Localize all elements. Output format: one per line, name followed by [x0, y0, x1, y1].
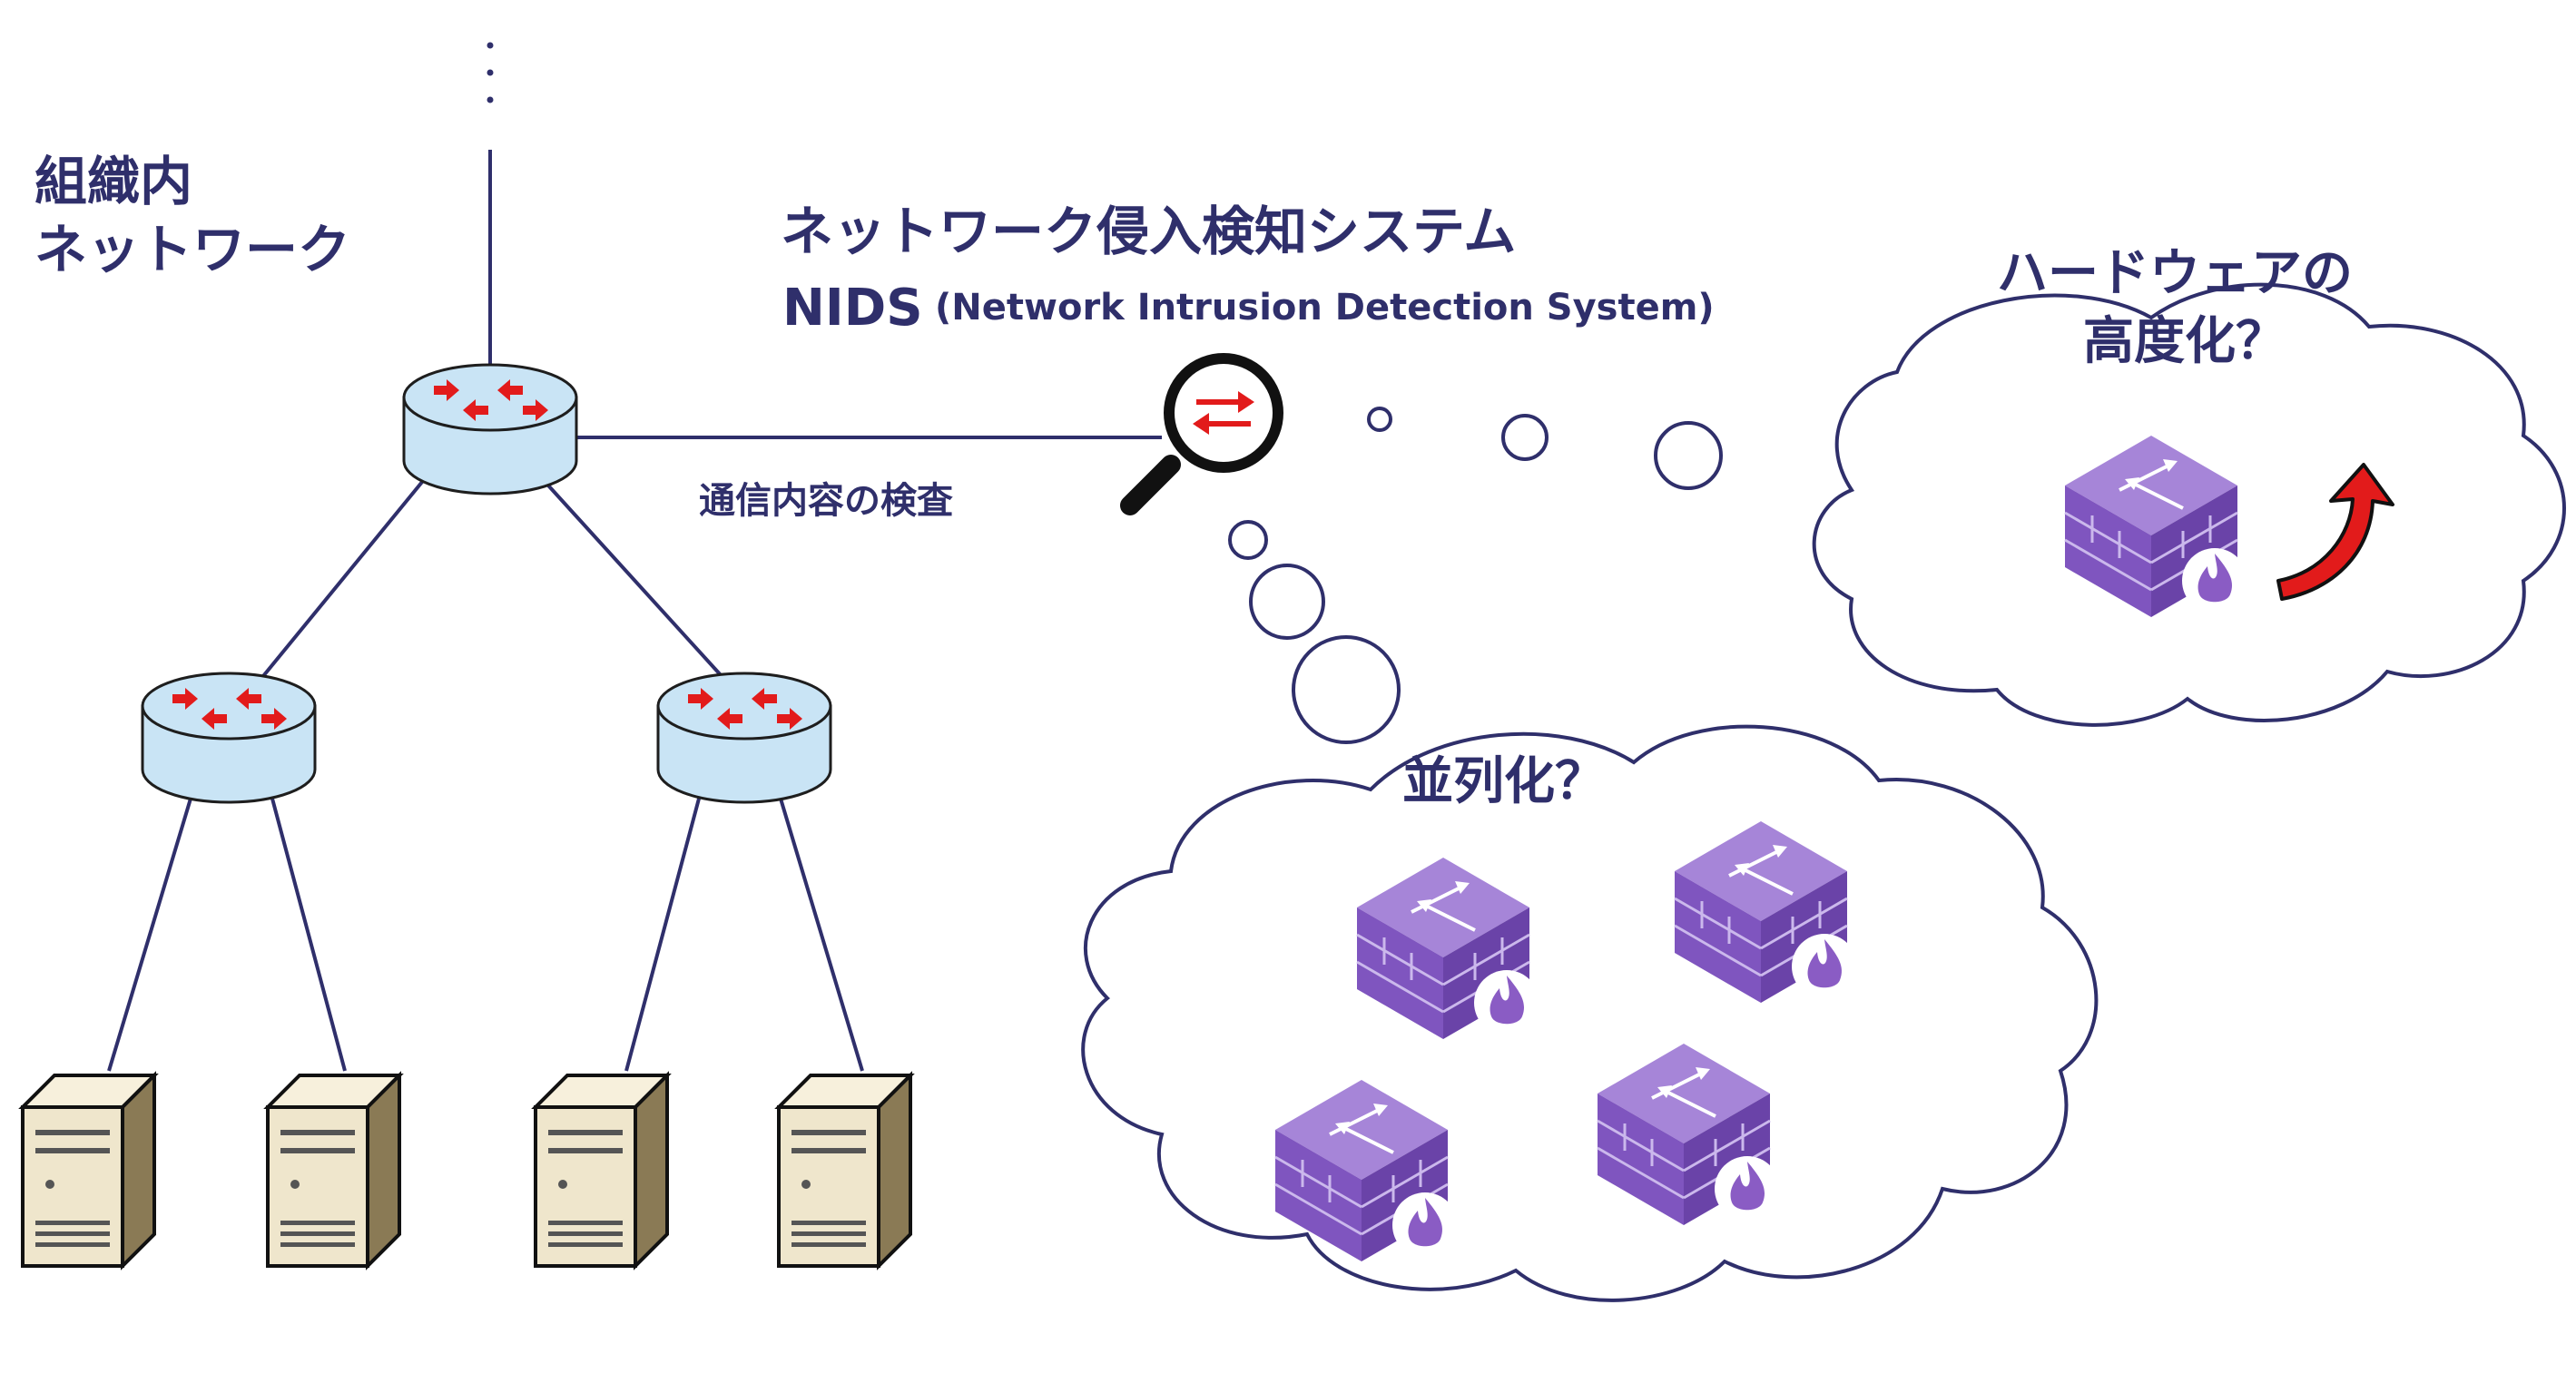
magnifier-icon: [1120, 353, 1283, 515]
core-router-icon: [404, 365, 576, 494]
server-icon: [777, 1074, 912, 1268]
server-icon: [266, 1074, 401, 1268]
hardware-label-line1: ハードウェアの: [1997, 244, 2353, 303]
left-router-icon: [143, 673, 315, 802]
parallel-label: 並列化？: [1402, 752, 1606, 811]
nids-title: ネットワーク侵入検知システム: [781, 201, 1516, 262]
nids-full-name: (Network Intrusion Detection System): [935, 287, 1715, 329]
parallel-cloud: [1081, 724, 2099, 1302]
server-icon: [21, 1074, 156, 1268]
curved-up-arrow-icon: [2276, 463, 2394, 601]
org-network-label-line2: ネットワーク: [34, 219, 350, 280]
uplink-dots: [487, 42, 494, 103]
nids-abbr: NIDS: [782, 279, 923, 338]
right-router-icon: [658, 673, 831, 802]
server-icon: [534, 1074, 669, 1268]
org-network-label-line1: 組織内: [34, 151, 192, 212]
hardware-label-line2: 高度化？: [2083, 312, 2286, 371]
thought-trail: [1228, 407, 1723, 744]
network-links: [107, 150, 1162, 1072]
inspection-label: 通信内容の検査: [699, 480, 953, 522]
